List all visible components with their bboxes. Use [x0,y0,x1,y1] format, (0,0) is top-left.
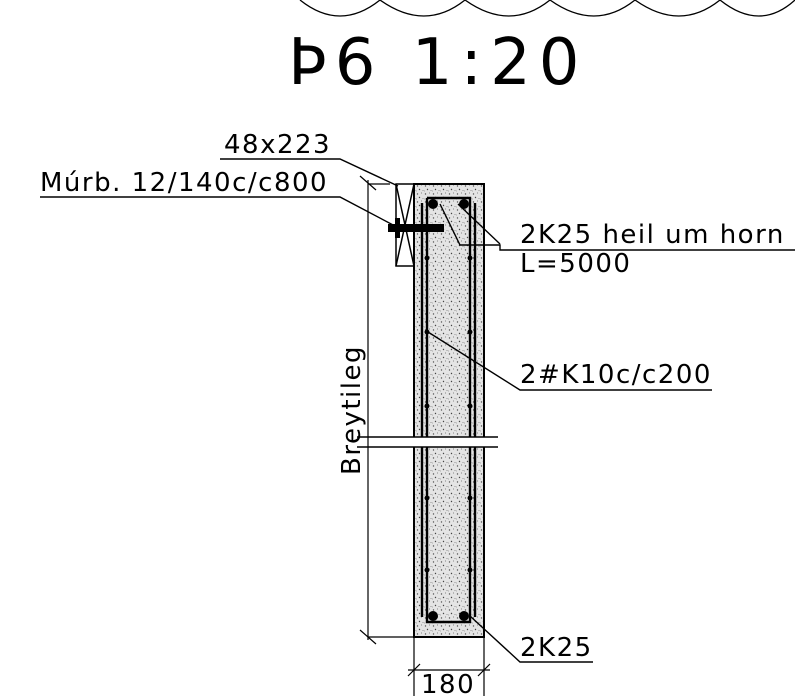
label-bottom-bars: 2K25 [520,633,593,663]
label-bolt: Múrb. 12/140c/c800 [40,168,328,198]
label-plank: 48x223 [224,130,331,160]
label-corner-bars: 2K25 heil um horn [520,220,785,250]
dimension-lines [359,175,491,696]
revision-cloud [299,0,795,17]
drawing-title: Þ6 1:20 [288,26,588,100]
leader-lines [40,158,795,663]
label-width-dim: 180 [421,670,475,696]
label-height-dim: Breytileg [337,345,367,475]
anchor-bolt [388,218,444,238]
label-length: L=5000 [520,249,631,279]
label-stirrups: 2#K10c/c200 [520,360,712,390]
stirrup-rebar [420,196,477,624]
